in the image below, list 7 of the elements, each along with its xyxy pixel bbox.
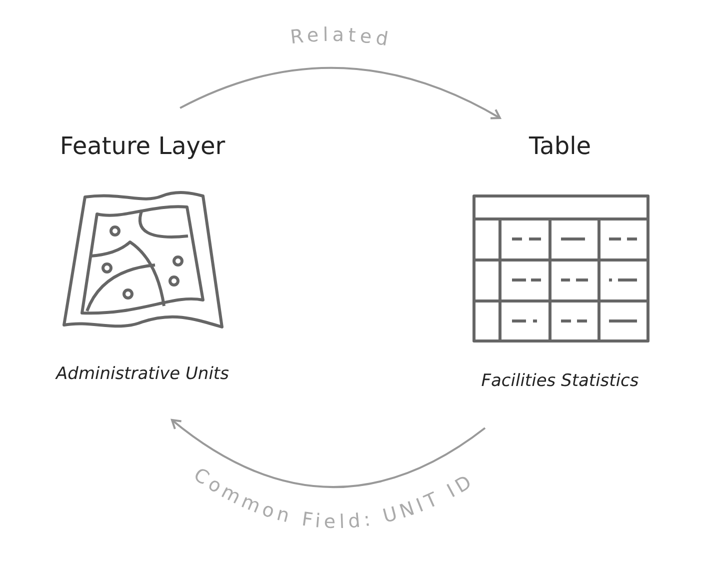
curved-arrow: [180, 67, 501, 120]
curved-arrow: [170, 419, 486, 488]
node-caption: Facilities Statistics: [481, 371, 639, 391]
node-title: Table: [528, 132, 592, 160]
node-title: Feature Layer: [60, 132, 226, 160]
node-caption: Administrative Units: [56, 364, 229, 384]
edge-label: Related: [289, 24, 394, 52]
